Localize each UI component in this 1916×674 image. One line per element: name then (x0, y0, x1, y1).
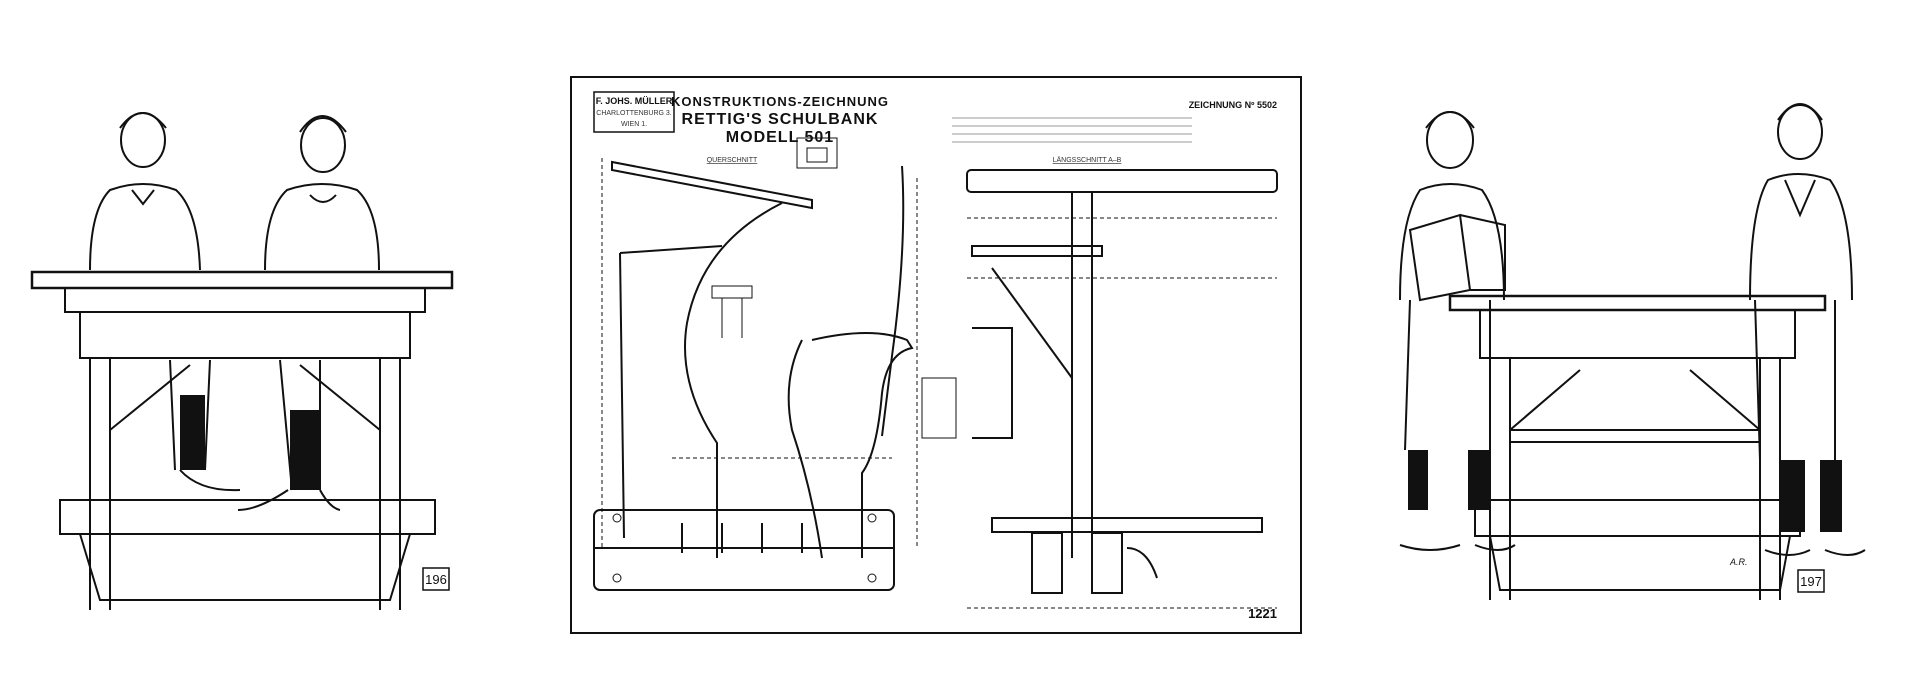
maker-line-3: WIEN 1. (621, 121, 647, 128)
standing-boys-drawing: A.R. 197 (1399, 103, 1866, 600)
left-illustration: 196 (20, 0, 460, 674)
left-plate-number: 196 (425, 572, 447, 587)
drawing-number: ZEICHNUNG Nº 5502 (1189, 100, 1277, 110)
section-label-cross: QUERSCHNITT (707, 157, 758, 164)
blueprint-drawing: F. JOHS. MÜLLER CHARLOTTENBURG 3. WIEN 1… (593, 91, 1278, 621)
construction-blueprint: F. JOHS. MÜLLER CHARLOTTENBURG 3. WIEN 1… (570, 76, 1302, 634)
seated-boys-drawing: 196 (30, 112, 454, 610)
title-construction-drawing: KONSTRUKTIONS-ZEICHNUNG (671, 94, 889, 109)
sheet-number: 1221 (1248, 606, 1277, 621)
right-plate-number: 197 (1800, 574, 1822, 589)
title-model: MODELL 501 (726, 129, 834, 146)
right-illustration: A.R. 197 (1380, 0, 1900, 674)
title-school-bench: RETTIG'S SCHULBANK (682, 111, 879, 128)
artist-signature: A.R. (1729, 557, 1748, 567)
section-label-long: LÄNGSSCHNITT A–B (1053, 156, 1122, 164)
maker-line-1: F. JOHS. MÜLLER (596, 96, 673, 106)
maker-line-2: CHARLOTTENBURG 3. (596, 110, 672, 117)
